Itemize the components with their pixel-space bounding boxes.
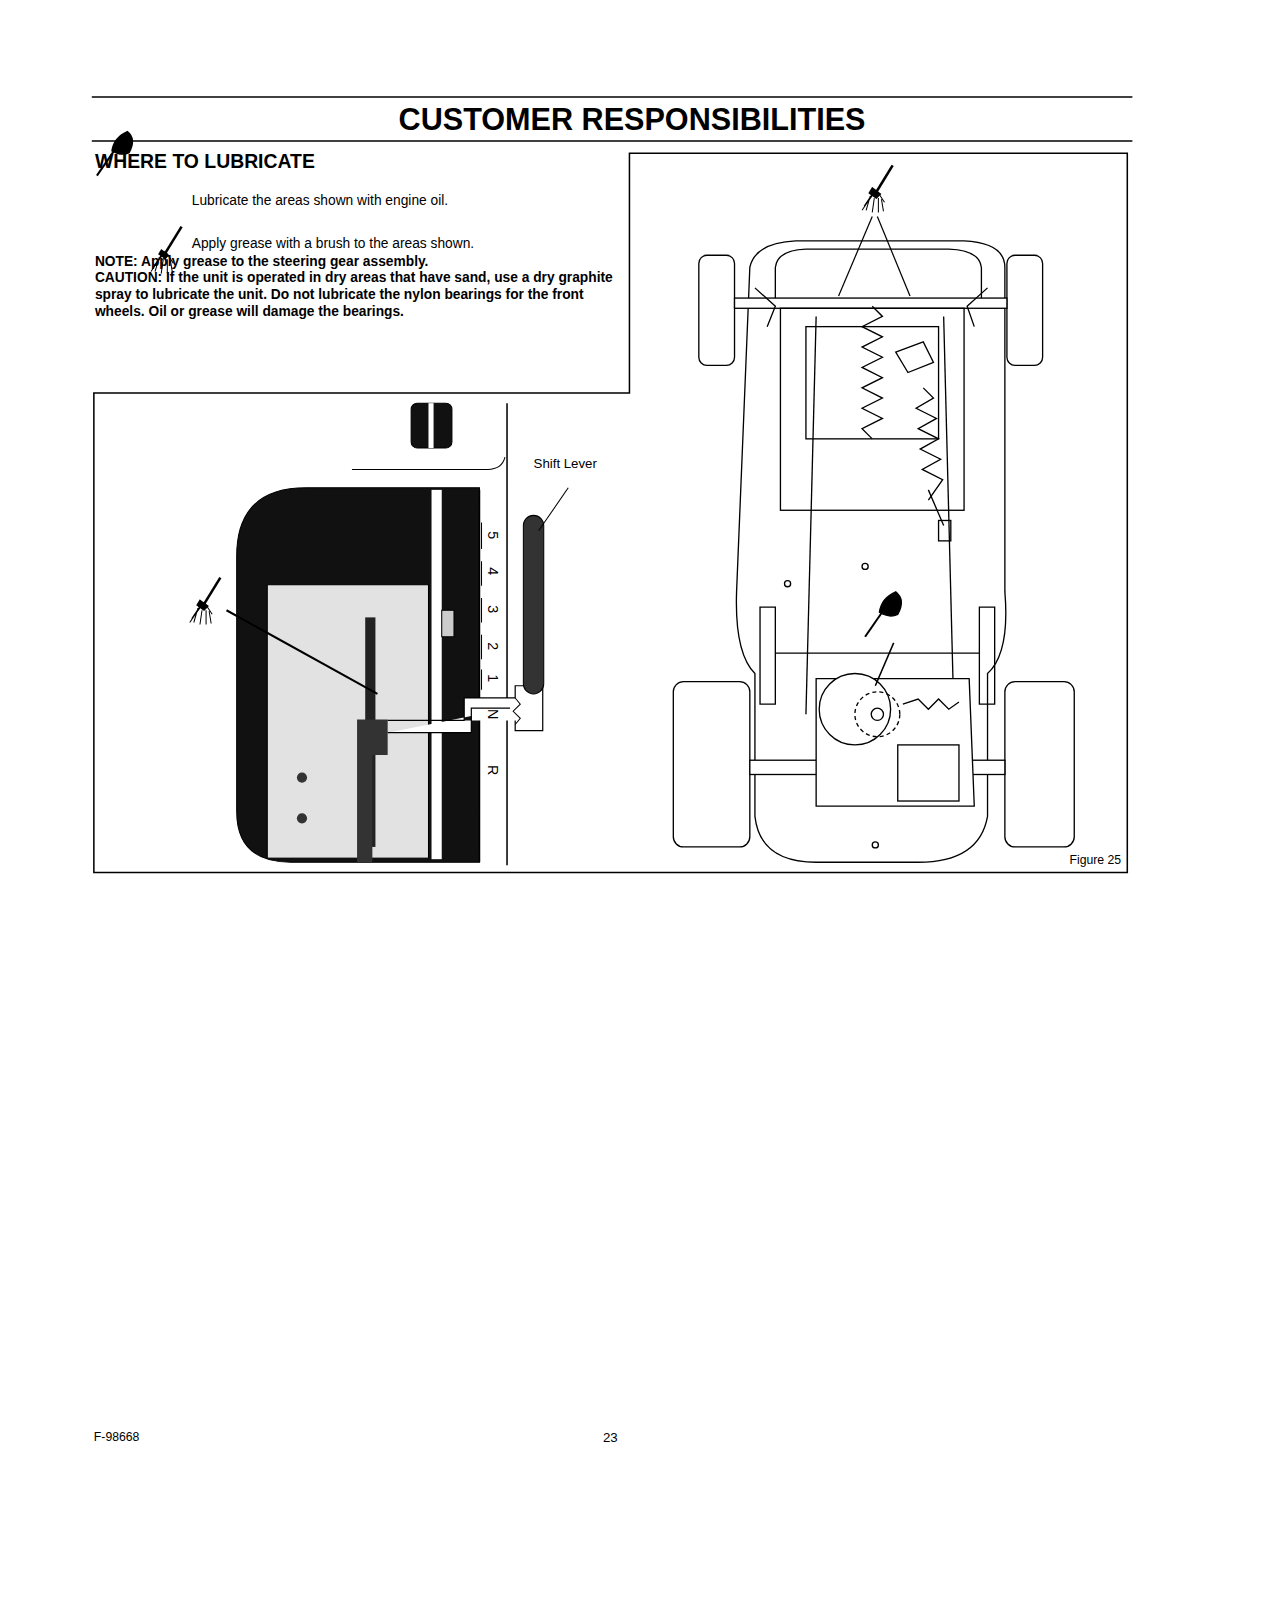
figure-frame [94,153,1127,872]
gear-position: 2 [483,636,503,656]
legend-text: Apply grease with a brush to the areas s… [192,236,474,253]
gear-position: R [483,760,503,780]
figure-number: Figure 25 [1069,853,1121,868]
document-code: F-98668 [94,1430,140,1445]
tractor-illustration [673,165,1074,862]
gear-position: 5 [483,525,503,545]
part-label: Shift Lever [534,456,597,472]
gear-position: 1 [483,668,503,688]
legend-text: Lubricate the areas shown with engine oi… [192,193,448,210]
page-title: CUSTOMER RESPONSIBILITIES [0,101,1264,138]
gear-position: N [483,704,503,724]
shift-lever-illustration [190,403,568,862]
caution-text: CAUTION: If the unit is operated in dry … [95,270,625,320]
page-number: 23 [603,1430,618,1446]
gear-position: 4 [483,561,503,581]
note-text: NOTE: Apply grease to the steering gear … [95,254,636,271]
gear-position: 3 [483,599,503,619]
section-heading: WHERE TO LUBRICATE [95,150,315,173]
